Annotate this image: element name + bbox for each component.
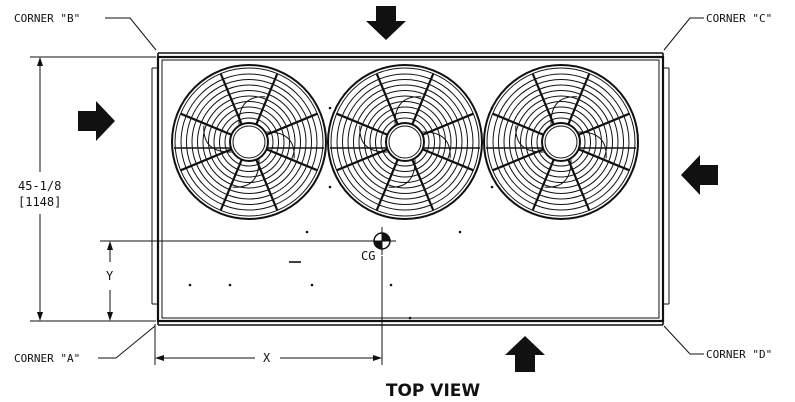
- y-dimension-label: Y: [106, 269, 114, 283]
- height-dimension-metric: [1148]: [18, 195, 61, 209]
- corner-a-leader: [98, 325, 156, 359]
- airflow-arrow-bottom: [505, 336, 545, 372]
- height-dimension: [30, 56, 156, 322]
- fan-middle: [327, 64, 483, 220]
- fastener-dots: [188, 106, 494, 320]
- corner-c-label: CORNER "C": [706, 12, 772, 25]
- y-dimension: [100, 240, 374, 322]
- airflow-arrow-right: [681, 155, 718, 195]
- airflow-arrow-left: [78, 101, 115, 141]
- fan-guards: [171, 64, 639, 220]
- cg-label: CG: [361, 249, 375, 263]
- center-of-gravity-symbol: [368, 227, 396, 255]
- height-dimension-value: 45-1/8: [18, 179, 61, 193]
- view-title: TOP VIEW: [386, 381, 481, 401]
- corner-a-label: CORNER "A": [14, 352, 80, 365]
- corner-c-leader: [663, 17, 704, 51]
- corner-d-leader: [663, 325, 704, 355]
- airflow-arrow-top: [366, 6, 406, 40]
- x-dimension: [154, 256, 383, 365]
- fan-left: [171, 64, 327, 220]
- x-dimension-label: X: [263, 351, 271, 365]
- corner-d-label: CORNER "D": [706, 348, 772, 361]
- corner-b-label: CORNER "B": [14, 12, 80, 25]
- fan-right: [483, 64, 639, 220]
- corner-b-leader: [105, 17, 157, 51]
